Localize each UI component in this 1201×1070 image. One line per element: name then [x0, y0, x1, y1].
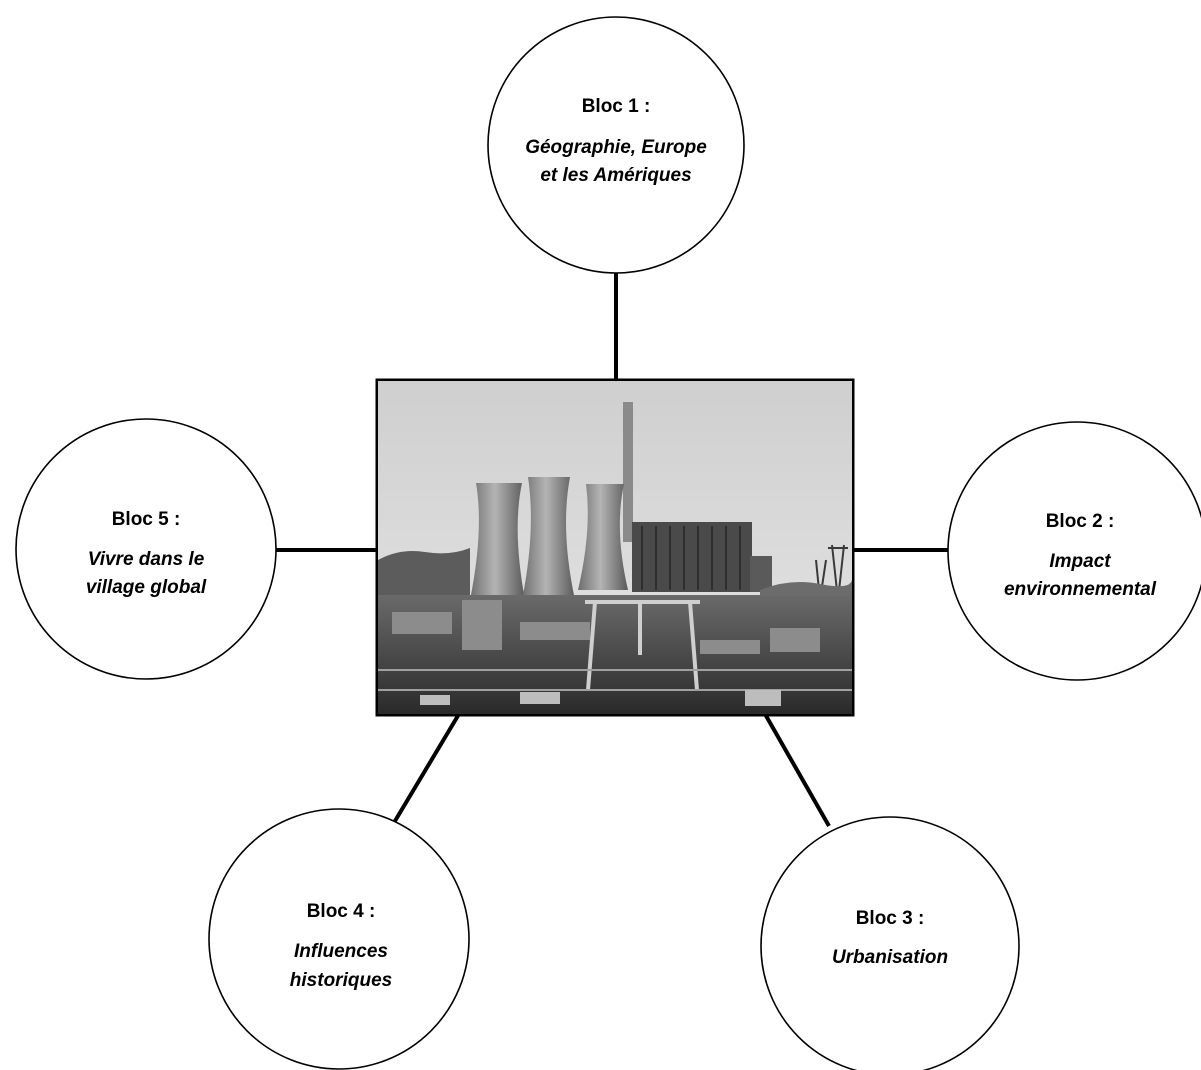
- bloc4-line-1: Influences: [294, 941, 388, 962]
- connectors: [275, 270, 948, 828]
- center-photo: [375, 378, 855, 717]
- bloc1-title: Bloc 1 :: [582, 96, 651, 117]
- cooling-tower-2: [522, 477, 575, 600]
- bloc1-line-1: Géographie, Europe: [525, 137, 707, 158]
- bloc3-node: Bloc 3 : Urbanisation: [832, 908, 948, 968]
- bloc1-circle: [487, 16, 745, 274]
- bloc3-line-1: Urbanisation: [832, 947, 948, 968]
- bloc2-circle: [947, 421, 1201, 681]
- bloc2-node: Bloc 2 : Impact environnemental: [1004, 511, 1157, 600]
- bloc2-line-1: Impact: [1049, 551, 1111, 572]
- bloc5-line-1: Vivre dans le: [88, 549, 205, 570]
- bloc5-circle: [15, 418, 277, 680]
- bloc5-title: Bloc 5 :: [112, 509, 181, 530]
- bloc4-circle: [208, 808, 470, 1070]
- node-circles: [15, 16, 1201, 1070]
- bloc4-node: Bloc 4 : Influences historiques: [290, 901, 392, 991]
- bloc2-line-2: environnemental: [1004, 579, 1157, 600]
- bloc4-line-2: historiques: [290, 970, 392, 991]
- connector-bloc3: [763, 713, 831, 827]
- chimney-shape: [623, 402, 633, 542]
- cooling-tower-3: [578, 484, 628, 590]
- connector-bloc4: [390, 712, 461, 828]
- bloc4-title: Bloc 4 :: [307, 901, 376, 922]
- bloc1-node: Bloc 1 : Géographie, Europe et les Améri…: [525, 96, 707, 186]
- bloc5-node: Bloc 5 : Vivre dans le village global: [86, 509, 207, 598]
- bloc5-line-2: village global: [86, 577, 207, 598]
- bloc3-title: Bloc 3 :: [856, 908, 925, 929]
- bloc3-circle: [760, 816, 1020, 1070]
- bloc2-title: Bloc 2 :: [1046, 511, 1115, 532]
- bloc1-line-2: et les Amériques: [540, 165, 691, 186]
- cooling-tower-1: [470, 483, 525, 600]
